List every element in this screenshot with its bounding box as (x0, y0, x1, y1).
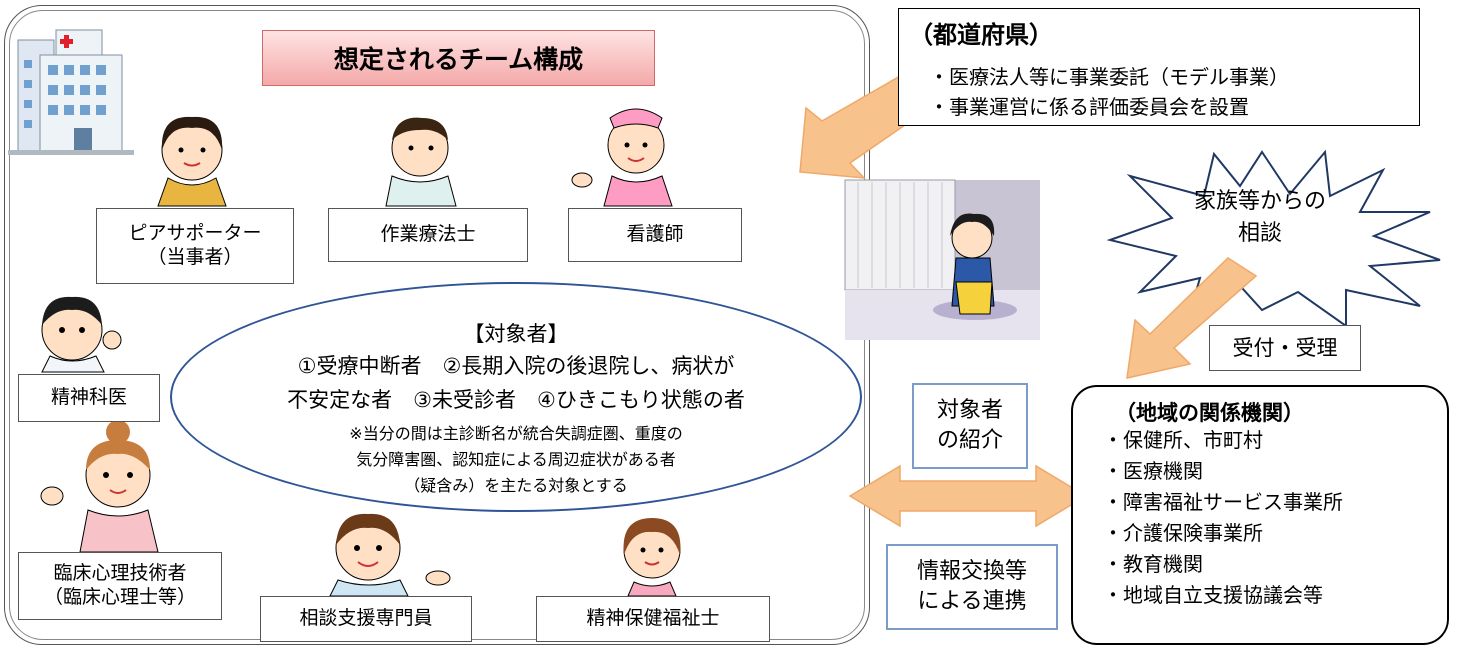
role-clinical-psychologist: 臨床心理技術者 （臨床心理士等） (18, 552, 222, 620)
target-text: 【対象者】 ①受療中断者 ②長期入院の後退院し、病状が 不安定な者 ③未受診者 … (180, 318, 852, 496)
family-consultation-label: 家族等からの 相談 (1170, 186, 1350, 250)
target-note2: 気分障害圏、認知症による周辺症状がある者 (356, 450, 676, 469)
target-note3: （疑含み）を主たる対象とする (404, 476, 628, 495)
role-peer-supporter-line2: （当事者） (147, 246, 243, 268)
target-line1: ①受療中断者 ②長期入院の後退院し、病状が (297, 354, 735, 378)
agency-item: ・介護保険事業所 (1103, 521, 1263, 545)
occupational-therapist-figure (385, 117, 457, 207)
prefecture-item-2: ・事業運営に係る評価委員会を設置 (929, 95, 1249, 119)
agency-item: ・保健所、市町村 (1103, 428, 1263, 452)
psw-figure (623, 518, 681, 597)
target-line2: 不安定な者 ③未受診者 ④ひきこもり状態の者 (287, 388, 745, 412)
prefecture-box: （都道府県） ・医療法人等に事業委託（モデル事業） ・事業運営に係る評価委員会を… (898, 8, 1420, 126)
role-counselor: 相談支援専門員 (260, 596, 472, 642)
role-nurse: 看護師 (568, 208, 742, 262)
exchange-box: 情報交換等 による連携 (886, 544, 1058, 630)
referral-line1: 対象者 (936, 398, 1003, 424)
role-psychiatrist: 精神科医 (18, 374, 160, 422)
family-line1: 家族等からの (1193, 189, 1326, 214)
target-heading: 【対象者】 (463, 322, 569, 346)
family-line2: 相談 (1237, 220, 1282, 246)
agencies-list: ・保健所、市町村 ・医療機関 ・障害福祉サービス事業所 ・介護保険事業所 ・教育… (1103, 425, 1343, 611)
withdrawn-person-illustration (844, 179, 1040, 340)
role-peer-supporter-line1: ピアサポーター (128, 222, 262, 245)
target-ellipse (170, 282, 862, 512)
counselor-figure (329, 513, 451, 597)
psychiatrist-figure (41, 296, 122, 373)
referral-box: 対象者 の紹介 (912, 383, 1028, 469)
role-peer-supporter: ピアサポーター （当事者） (96, 208, 294, 284)
reception-box: 受付・受理 (1209, 325, 1361, 371)
exchange-line2: による連携 (917, 589, 1027, 614)
role-occupational-therapist: 作業療法士 (328, 208, 528, 262)
clinical-psychologist-figure (40, 420, 159, 553)
exchange-double-arrow (848, 464, 1088, 528)
family-to-agencies-arrow (1126, 257, 1258, 379)
hospital-icon (8, 29, 134, 155)
agency-item: ・医療機関 (1103, 459, 1203, 483)
referral-line2: の紹介 (936, 428, 1003, 453)
agencies-title: （地域の関係機関） (1115, 401, 1304, 425)
target-note1: ※当分の間は主診断名が統合失調症圏、重度の (349, 424, 683, 443)
peer-supporter-figure (157, 116, 227, 207)
starburst-shape (1106, 149, 1441, 329)
team-title: 想定されるチーム構成 (262, 30, 655, 86)
prefecture-title: （都道府県） (909, 21, 1053, 49)
role-psw: 精神保健福祉士 (536, 596, 770, 642)
nurse-figure (571, 108, 673, 207)
agency-item: ・教育機関 (1103, 552, 1203, 576)
role-clinical-psychologist-line1: 臨床心理技術者 (53, 562, 187, 585)
exchange-line1: 情報交換等 (916, 559, 1027, 585)
role-clinical-psychologist-line2: （臨床心理士等） (43, 586, 196, 608)
agency-item: ・地域自立支援協議会等 (1103, 583, 1323, 607)
prefecture-item-1: ・医療法人等に事業委託（モデル事業） (929, 65, 1289, 89)
agency-item: ・障害福祉サービス事業所 (1103, 490, 1343, 514)
local-agencies-box: （地域の関係機関） ・保健所、市町村 ・医療機関 ・障害福祉サービス事業所 ・介… (1071, 385, 1449, 645)
